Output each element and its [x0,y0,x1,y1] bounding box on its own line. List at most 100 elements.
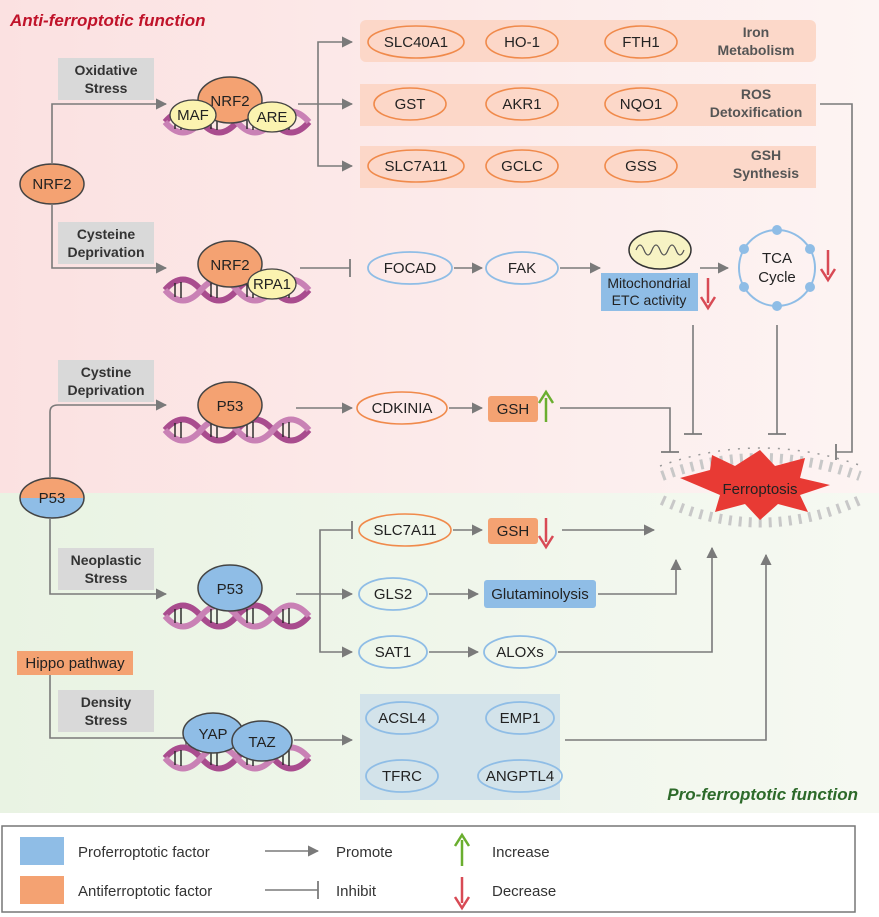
density-inhibit-line [49,675,186,739]
gss-label: GSS [625,158,657,175]
ho1-label: HO-1 [504,34,540,51]
slc7a11-bottom-label: SLC7A11 [373,522,436,539]
p53-pro-complex [197,564,263,612]
angptl4-gene [477,759,563,793]
legend-increase-icon [453,832,471,866]
glutaminolysis-box [484,580,596,608]
akr1-label: AKR1 [502,96,541,113]
ros-detox-box [360,84,816,126]
gsh-increase-arrow [537,389,555,422]
neoplastic-line1: Neoplastic [71,552,142,568]
sat1-gene [358,635,428,669]
fth1-label: FTH1 [622,34,660,51]
are-factor [247,101,297,133]
focad-gene [367,251,453,285]
ros-inhibit-line [820,103,853,453]
legend-pro-label: Proferroptotic factor [78,844,210,861]
maf-factor [169,99,217,131]
emp1-label: EMP1 [500,710,541,727]
tca-line2: Cycle [758,269,796,286]
nrf2-rpa1-label: NRF2 [210,257,249,274]
cdkinia-label: CDKINIA [372,400,433,417]
cysteine-deprivation-arrow [51,204,168,274]
density-line2: Stress [85,712,128,728]
legend-box [1,825,856,913]
slc7a11-top-label: SLC7A11 [384,158,447,175]
taz-label: TAZ [248,734,275,751]
p53-anti-label: P53 [217,398,244,415]
oxidative-stress-box [58,58,154,100]
gsh-synthesis-line2: Synthesis [733,165,799,181]
legend-inhibit-label: Inhibit [336,883,377,900]
aloxs-gene [483,635,557,669]
neoplastic-stress-arrow [49,518,168,600]
rpa1-factor [247,268,297,300]
taz-factor [231,720,293,762]
gls2-gene [358,577,428,611]
tca-cycle-icon [738,225,816,311]
cysteine-line2: Deprivation [67,244,144,260]
to-iron-arrow [317,36,354,104]
fak-label: FAK [508,260,536,277]
cystine-deprivation-arrow [49,399,168,478]
tca-decrease-arrow [819,250,837,283]
cystine-deprivation-box [58,360,154,402]
legend-increase-label: Increase [492,844,550,861]
ros-line1: ROS [741,86,771,102]
gsh-pro-box [488,518,538,544]
maf-label: MAF [177,107,209,124]
focad-label: FOCAD [384,260,437,277]
p53-label: P53 [39,490,66,507]
mito-line1: Mitochondrial [607,275,690,291]
acsl4-gene [365,701,439,735]
legend-pro-swatch [20,837,64,865]
emp1-gene [485,701,555,735]
mito-decrease-arrow [699,278,717,311]
p53-factor [19,477,85,519]
tfrc-label: TFRC [382,768,422,785]
angptl4-label: ANGPTL4 [486,768,554,785]
cystine-line2: Deprivation [67,382,144,398]
slc7a11-gene-bottom [358,513,452,547]
tca-line1: TCA [762,250,792,267]
gclc-label: GCLC [501,158,543,175]
ferroptosis-label: Ferroptosis [722,481,797,498]
density-stress-box [58,690,154,732]
gsh-synthesis-line1: GSH [751,147,781,163]
rpa1-label: RPA1 [253,276,291,293]
ho1-gene [485,25,559,59]
mito-line2: ETC activity [612,292,687,308]
slc7a11-gene-top [367,149,465,183]
slc7a11-inhibit-line [319,529,352,594]
legend-anti-swatch [20,876,64,904]
gsh-pro-label: GSH [497,523,530,540]
gsh-anti-box [488,396,538,422]
oxidative-stress-line1: Oxidative [74,62,137,78]
legend-promote-label: Promote [336,844,393,861]
neoplastic-stress-box [58,548,154,590]
sat1-label: SAT1 [375,644,411,661]
are-label: ARE [257,109,288,126]
density-line1: Density [81,694,132,710]
iron-metabolism-line1: Iron [743,24,769,40]
ros-line2: Detoxification [710,104,803,120]
nqo1-gene [604,87,678,121]
oxidative-stress-arrow [51,98,168,164]
cysteine-deprivation-box [58,222,154,264]
to-gsh-arrow [317,104,354,172]
iron-metabolism-box [360,20,816,62]
p53-anti-complex [197,381,263,429]
gst-gene [373,87,447,121]
nrf2-complex-label: NRF2 [210,93,249,110]
mito-etc-box [601,273,698,311]
nqo1-label: NQO1 [620,96,663,113]
gsh-anti-label: GSH [497,401,530,418]
p53-pro-label: P53 [217,581,244,598]
yap-target-box [360,694,560,800]
nrf2-label: NRF2 [32,176,71,193]
gls2-label: GLS2 [374,586,412,603]
legend-decrease-icon [453,877,471,911]
glutaminolysis-label: Glutaminolysis [491,586,589,603]
acsl4-label: ACSL4 [378,710,426,727]
